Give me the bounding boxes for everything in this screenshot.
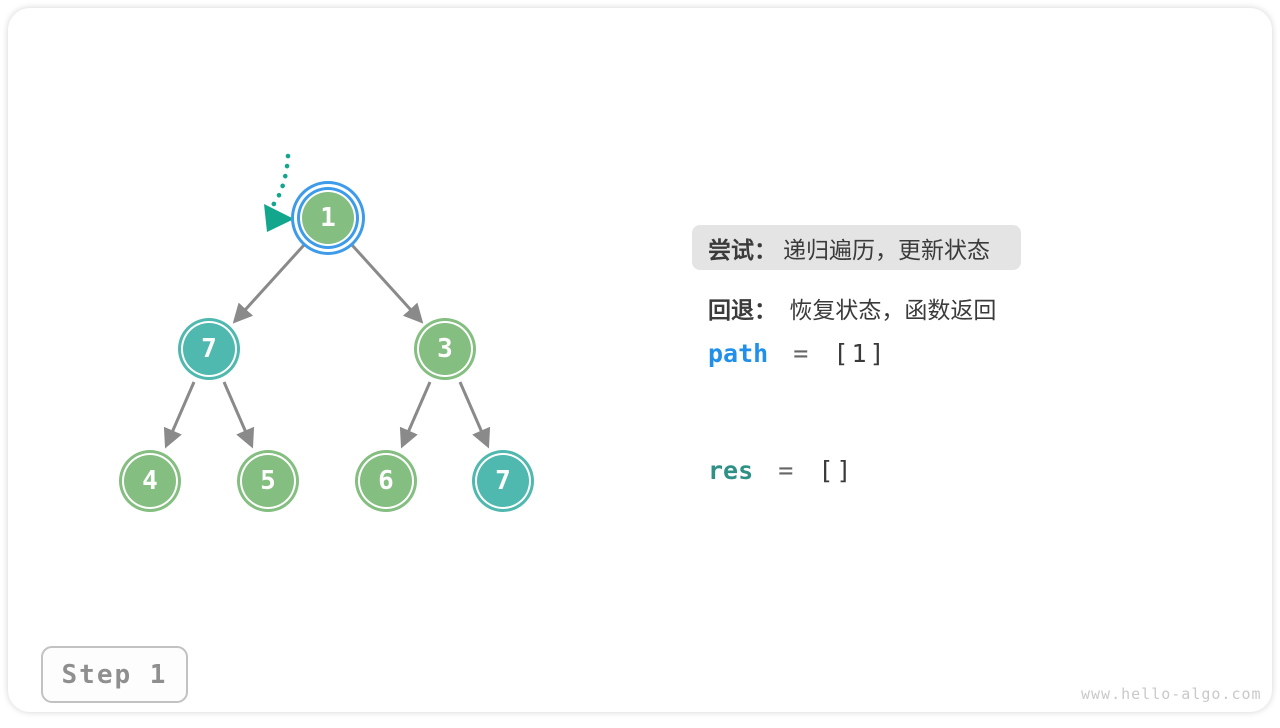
tree-node-1-current: 1 (302, 192, 354, 244)
tree-node-4: 4 (124, 455, 176, 507)
res-variable-line: res = [] (708, 456, 854, 485)
path-value: [1] (833, 339, 888, 368)
current-node-pointer-icon (264, 153, 294, 232)
path-equals-sign: = (793, 339, 809, 368)
backtrack-action: 回退： 恢复状态，函数返回 (708, 291, 996, 325)
res-equals-sign: = (778, 456, 794, 485)
try-label: 尝试： (708, 236, 777, 263)
path-variable-name: path (708, 339, 769, 368)
try-text: 递归遍历，更新状态 (783, 236, 990, 263)
figure-card: 1 7 3 4 5 6 7 尝试： 递归遍历，更新状态 回退： 恢复状态，函数返… (8, 8, 1272, 712)
res-variable-name: res (708, 456, 754, 485)
res-value: [] (818, 456, 855, 485)
step-indicator: Step 1 (41, 646, 188, 703)
edge-3-to-7 (458, 381, 491, 449)
tree-node-5: 5 (242, 455, 294, 507)
tree-node-7-right: 7 (477, 455, 529, 507)
try-action-highlight: 尝试： 递归遍历，更新状态 (692, 225, 1021, 270)
backtrack-text: 恢复状态，函数返回 (789, 297, 997, 323)
tree-node-6: 6 (360, 455, 412, 507)
edge-3-to-6 (399, 381, 432, 449)
edge-1-to-7 (232, 243, 306, 324)
edge-1-to-3 (350, 243, 424, 324)
backtrack-label: 回退： (708, 297, 777, 323)
tree-node-3: 3 (419, 323, 471, 375)
edge-7-to-4 (163, 381, 196, 449)
edge-7-to-5 (222, 381, 255, 449)
tree-node-7-left: 7 (183, 323, 235, 375)
path-variable-line: path = [1] (708, 339, 888, 368)
watermark-url: www.hello-algo.com (1081, 685, 1262, 703)
